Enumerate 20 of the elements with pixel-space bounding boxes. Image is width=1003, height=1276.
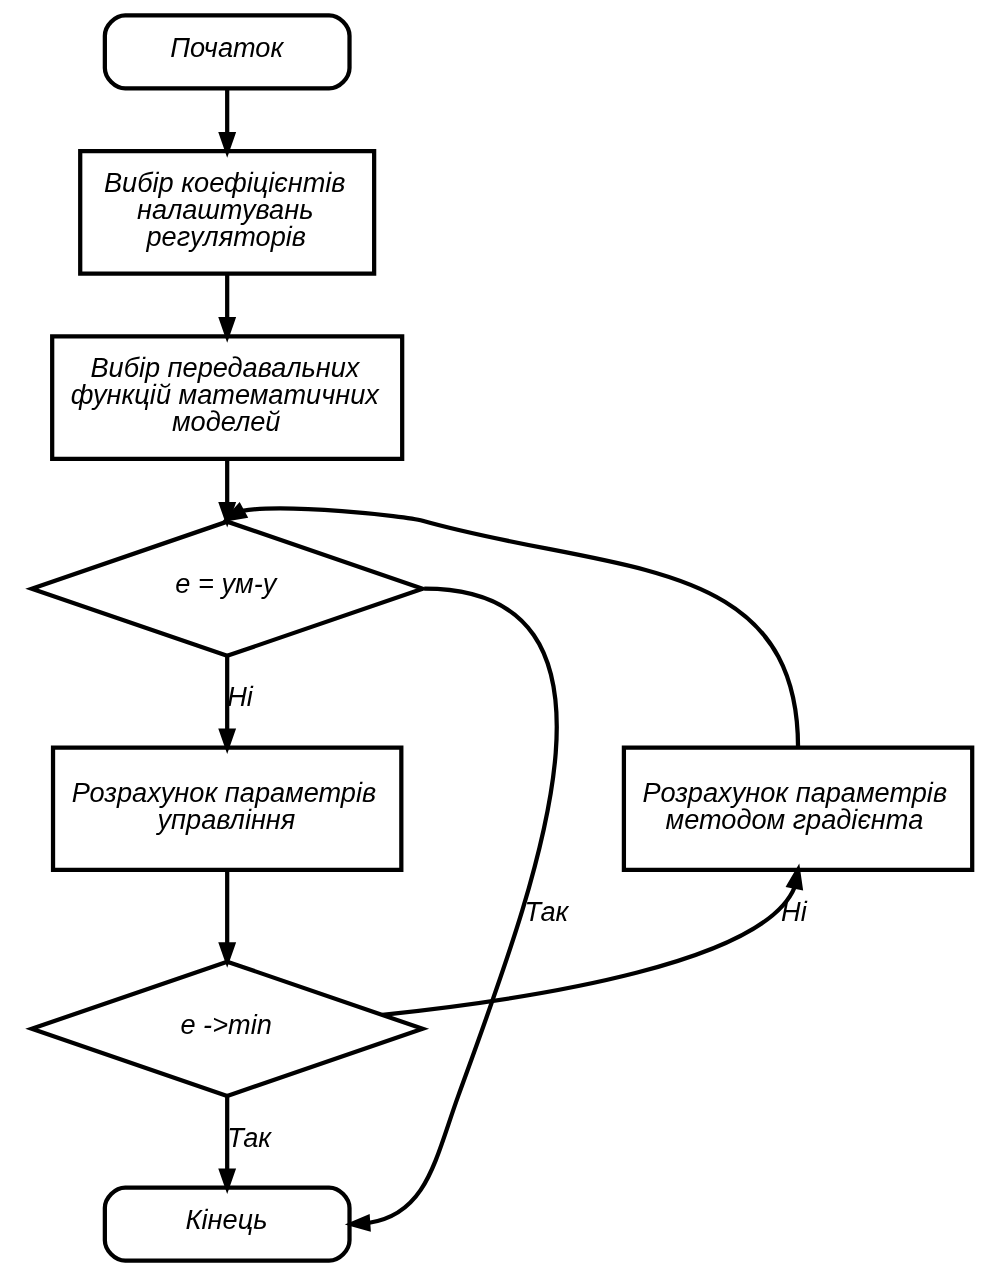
node-box: Початок	[102, 13, 352, 91]
edge-label: Ні	[226, 681, 253, 713]
arrow	[217, 88, 236, 158]
node-box: Вибір передавальних функцій математичних моделей	[49, 334, 404, 461]
node-box: Кінець	[102, 1185, 352, 1263]
node-box: Розрахунок параметрів управління	[50, 745, 403, 873]
arrow	[217, 870, 236, 968]
arrow	[217, 655, 236, 755]
node-diamond: e ->min	[24, 959, 429, 1099]
arrow	[217, 459, 236, 528]
edge-label: Ні	[780, 895, 807, 927]
edge-label: Так	[226, 1121, 271, 1153]
arrow	[217, 273, 236, 343]
arrow	[381, 863, 803, 1017]
node-box: Вибір коефіцієнтів налаштувань регуляторів	[77, 149, 376, 276]
arrow	[217, 1095, 236, 1195]
arrow	[221, 502, 800, 748]
edge-label: Так	[524, 895, 568, 927]
arrow	[344, 586, 559, 1232]
node-box: Розрахунок параметрів методом градієнта	[621, 745, 974, 873]
